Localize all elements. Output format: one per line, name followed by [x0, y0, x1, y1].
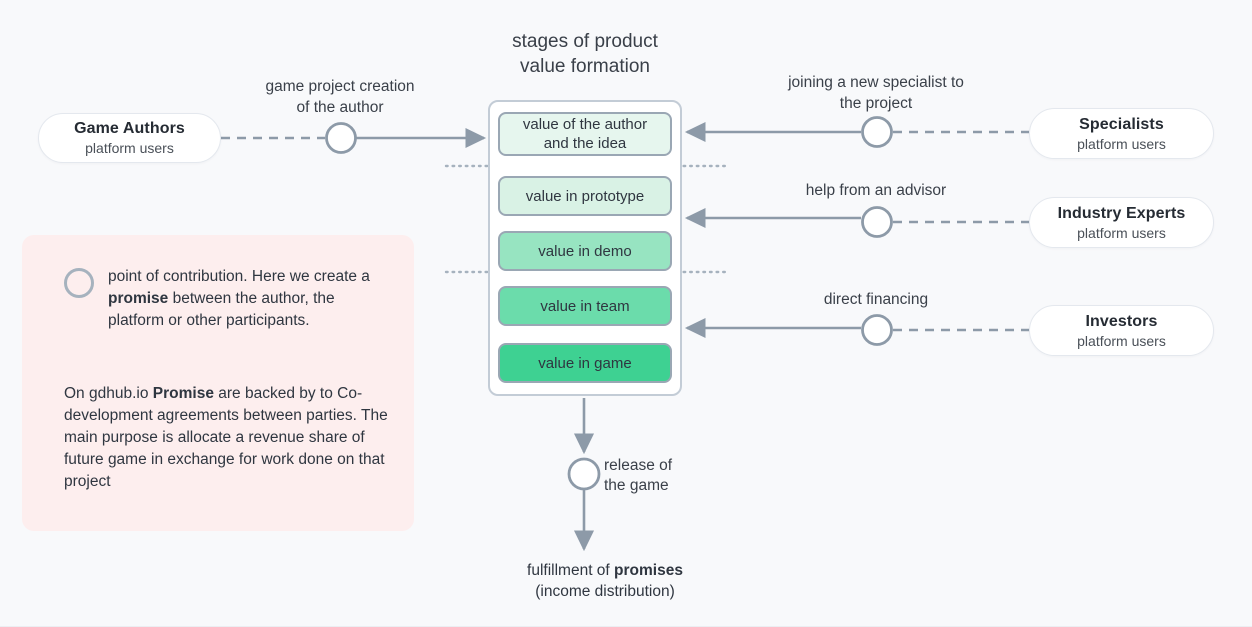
actor-pill-investors[interactable]: Investors platform users	[1029, 305, 1214, 356]
note-paragraph: On gdhub.io Promise are backed by to Co-…	[64, 383, 408, 493]
actor-name: Investors	[1085, 312, 1158, 330]
edge-label-joining-a-new-specialist: joining a new specialist to the project	[756, 72, 996, 114]
note-para-a: On gdhub.io	[64, 385, 153, 402]
release-label-line-2: the game	[604, 477, 669, 494]
edge-label-line-2: of the author	[296, 99, 384, 116]
stage-label-line-2: and the idea	[543, 135, 627, 152]
contribution-point-game-authors	[325, 122, 357, 154]
release-label-line-1: release of	[604, 457, 673, 474]
page-title-line-2: value formation	[520, 56, 650, 77]
stage-box-value-in-game[interactable]: value in game	[498, 343, 672, 383]
fulfillment-text-bold: promises	[614, 562, 683, 579]
stage-label-wrap: value of the author and the idea	[523, 115, 647, 153]
contribution-point-specialists	[861, 116, 893, 148]
edge-label-direct-financing: direct financing	[756, 289, 996, 310]
stage-label: value in demo	[538, 242, 632, 260]
edge-label-line-1: game project creation	[265, 78, 415, 95]
edge-label-line-2: the project	[839, 95, 913, 112]
edge-label-help-from-an-advisor: help from an advisor	[756, 180, 996, 201]
actor-pill-game-authors[interactable]: Game Authors platform users	[38, 113, 221, 163]
stage-box-value-in-team[interactable]: value in team	[498, 286, 672, 326]
actor-pill-industry-experts[interactable]: Industry Experts platform users	[1029, 197, 1214, 248]
stage-label: value in team	[540, 297, 630, 315]
actor-subtitle: platform users	[85, 140, 174, 156]
legend-description: point of contribution. Here we create a …	[108, 266, 394, 332]
stage-box-value-of-the-author[interactable]: value of the author and the idea	[498, 112, 672, 156]
actor-subtitle: platform users	[1077, 135, 1166, 152]
contribution-point-investors	[861, 314, 893, 346]
fulfillment-text-a: fulfillment of	[527, 562, 615, 579]
edge-label-line-1: direct financing	[823, 291, 929, 308]
note-card: point of contribution. Here we create a …	[22, 235, 414, 531]
fulfillment-of-promises-label: fulfillment of promises (income distribu…	[455, 560, 755, 602]
actor-subtitle: platform users	[1077, 332, 1166, 349]
stage-label: value in prototype	[525, 187, 645, 205]
fulfillment-line-2: (income distribution)	[535, 583, 675, 600]
contribution-point-icon	[64, 268, 94, 298]
legend-text-bold: promise	[108, 290, 169, 307]
release-of-the-game-label: release of the game	[604, 456, 724, 496]
actor-pill-specialists[interactable]: Specialists platform users	[1029, 108, 1214, 159]
actor-name: Industry Experts	[1057, 204, 1186, 222]
actor-name: Game Authors	[74, 120, 185, 137]
release-of-the-game-point	[567, 457, 601, 491]
page-title: stages of product value formation	[433, 29, 737, 79]
fulfillment-line-1: fulfillment of promises	[455, 560, 755, 581]
legend-text-a: point of contribution. Here we create a	[108, 268, 370, 285]
contribution-point-industry-experts	[861, 206, 893, 238]
actor-subtitle: platform users	[1077, 224, 1166, 241]
note-para-b: are backed by to Co-development agreemen…	[64, 385, 388, 490]
legend-text-b: between the author, the platform or othe…	[108, 290, 335, 329]
edge-label-game-project-creation: game project creation of the author	[240, 76, 440, 118]
stage-label-line-1: value of the author	[522, 116, 648, 133]
note-para-bold: Promise	[152, 385, 214, 402]
legend-row: point of contribution. Here we create a …	[64, 266, 394, 332]
stage-box-value-in-prototype[interactable]: value in prototype	[498, 176, 672, 216]
stage-box-value-in-demo[interactable]: value in demo	[498, 231, 672, 271]
edge-label-line-1: help from an advisor	[805, 182, 947, 199]
page-title-line-1: stages of product	[512, 31, 658, 52]
stage-label: value in game	[538, 354, 632, 372]
actor-name: Specialists	[1079, 115, 1164, 133]
edge-label-line-1: joining a new specialist to	[788, 74, 964, 91]
